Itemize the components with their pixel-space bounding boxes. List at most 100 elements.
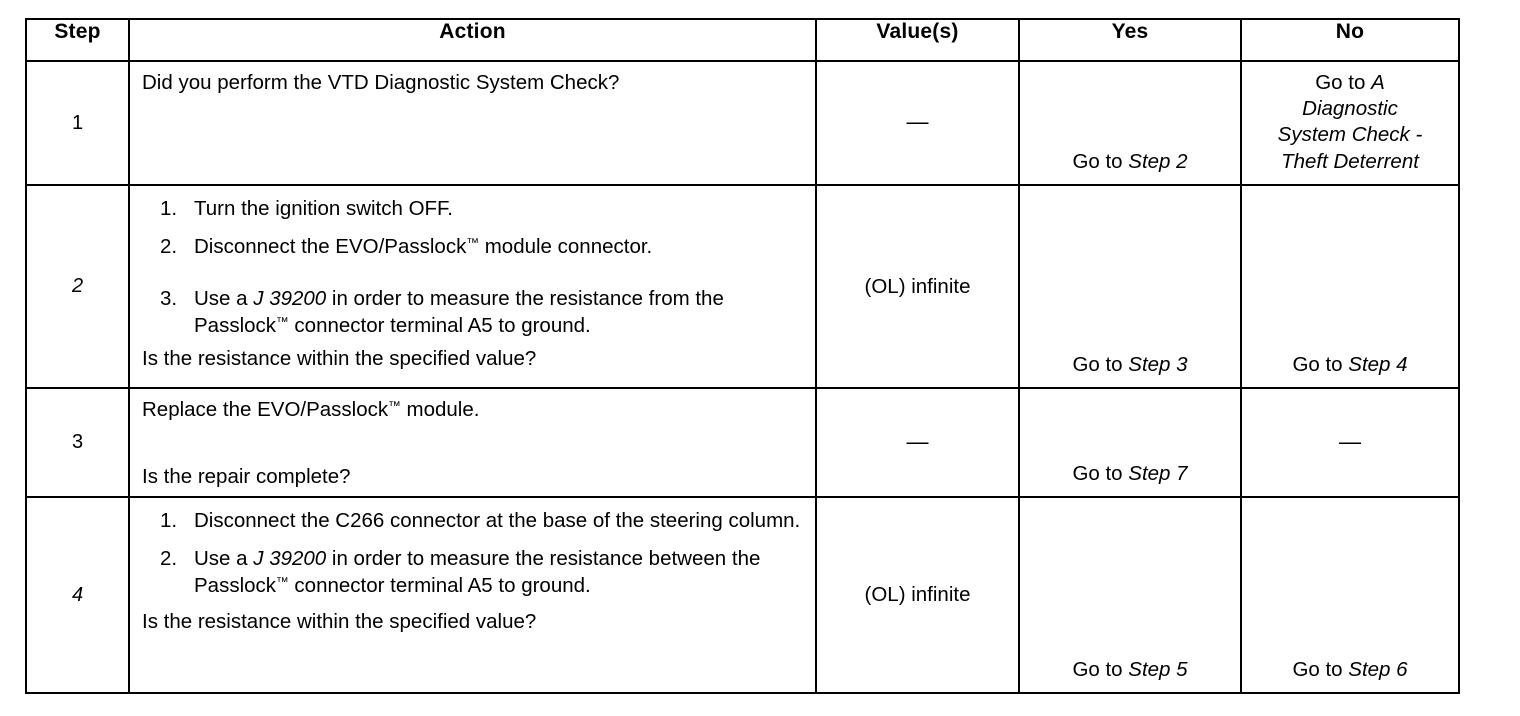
substep-text-part: module connector. [479,234,653,258]
goto-prefix: Go to [1292,352,1349,376]
trademark-symbol: ™ [388,397,401,413]
substep-text: Use a J 39200 in order to measure the re… [194,547,760,597]
step-number: 1 [71,111,84,134]
goto-target: Step 6 [1348,658,1408,682]
value-cell-2: (OL) infinite [815,184,1020,389]
yes-cell-3: Go to Step 7 [1018,386,1242,499]
no-cell-1: Go to A Diagnostic System Check - Theft … [1240,60,1460,186]
column-header-yes: Yes [1018,18,1242,62]
goto-target: Step 2 [1128,149,1188,173]
goto-target: Step 7 [1128,462,1188,486]
substep-text-part: in order to measure the resistance from … [194,287,724,337]
action-closing-question: Is the repair complete? [142,464,351,488]
step-number-cell-1: 1 [25,60,130,186]
substep-text: Turn the ignition switch OFF. [194,197,454,220]
substep-text-part: in order to measure the resistance betwe… [194,546,761,597]
value-dash: — [906,428,929,454]
action-closing-question: Is the resistance within the specified v… [142,346,537,370]
list-item: 2. Use a J 39200 in order to measure the… [142,546,805,599]
no-branch-text: Go to A Diagnostic System Check - Theft … [1242,70,1458,175]
action-lead-text: Did you perform the VTD Diagnostic Syste… [142,71,620,94]
value-cell-3: — [815,386,1020,499]
value-cell-4: (OL) infinite [815,496,1020,695]
goto-target-line2: Diagnostic [1302,97,1398,121]
trademark-symbol: ™ [276,313,289,329]
substep-text-part: Disconnect the EVO/Passlock [194,234,467,258]
step-number: 2 [71,275,84,297]
action-cell-2: 1. Turn the ignition switch OFF. 2. Disc… [128,184,817,389]
substep-marker: 1. [160,197,178,220]
table-row: 1 Did you perform the VTD Diagnostic Sys… [25,60,1460,186]
value-text: (OL) infinite [864,583,971,607]
action-lead-part: Replace the EVO/Passlock [142,398,389,421]
substep-text: Disconnect the C266 connector at the bas… [194,509,801,533]
action-lead-text: Replace the EVO/Passlock™ module. [142,397,805,424]
value-dash: — [906,109,929,134]
action-cell-1: Did you perform the VTD Diagnostic Syste… [128,60,817,186]
list-item: 1. Turn the ignition switch OFF. [142,196,805,223]
goto-prefix: Go to [1072,149,1129,173]
dash-glyph: — [1339,428,1361,454]
list-item: 3. Use a J 39200 in order to measure the… [142,286,805,339]
step-number-cell-2: 2 [25,184,130,389]
goto-prefix: Go to [1072,658,1129,682]
substep-marker: 2. [160,546,178,570]
goto-target: Step 3 [1128,352,1188,376]
tool-number: J 39200 [253,287,327,311]
trademark-symbol: ™ [276,573,289,589]
no-cell-3: — [1240,386,1460,499]
step-number-cell-3: 3 [25,386,130,499]
no-branch-text: Go to Step 6 [1242,657,1458,683]
table-row: 2 1. Turn the ignition switch OFF. 2. Di… [25,184,1460,389]
goto-prefix: Go to [1315,71,1372,94]
table-body: 1 Did you perform the VTD Diagnostic Sys… [25,60,1460,695]
column-header-action: Action [128,18,817,62]
goto-target: Step 5 [1128,658,1188,682]
yes-cell-1: Go to Step 2 [1018,60,1242,186]
action-lead-part: module. [400,398,480,421]
substep-text-part: Use a [194,287,254,311]
header-row: Step Action Value(s) Yes No [25,18,1460,62]
step-number-cell-4: 4 [25,496,130,695]
yes-cell-2: Go to Step 3 [1018,184,1242,389]
goto-prefix: Go to [1292,658,1349,682]
yes-branch-text: Go to Step 5 [1020,657,1240,683]
yes-branch-text: Go to Step 3 [1020,352,1240,378]
goto-prefix: Go to [1072,352,1129,376]
yes-branch-text: Go to Step 2 [1020,149,1240,175]
substep-list: 1. Turn the ignition switch OFF. 2. Disc… [142,196,805,340]
substep-text-part: connector terminal A5 to ground. [288,313,591,337]
yes-cell-4: Go to Step 5 [1018,496,1242,695]
table-row: 4 1. Disconnect the C266 connector at th… [25,496,1460,695]
step-number: 3 [71,431,84,454]
no-branch-dash: — [1242,430,1458,456]
diagnostic-procedure-table: Step Action Value(s) Yes No 1 Did you pe… [25,18,1460,695]
step-number: 4 [71,583,84,606]
action-closing-question: Is the resistance within the specified v… [142,610,537,634]
yes-branch-text: Go to Step 7 [1020,461,1240,487]
list-item: 1. Disconnect the C266 connector at the … [142,508,805,535]
substep-list: 1. Disconnect the C266 connector at the … [142,508,805,599]
action-cell-3: Replace the EVO/Passlock™ module. Is the… [128,386,817,499]
goto-target-line4: Theft Deterrent [1281,149,1419,173]
value-cell-1: — [815,60,1020,186]
action-cell-4: 1. Disconnect the C266 connector at the … [128,496,817,695]
column-header-step: Step [25,18,130,62]
no-cell-2: Go to Step 4 [1240,184,1460,389]
substep-text: Disconnect the EVO/Passlock™ module conn… [194,235,652,258]
trademark-symbol: ™ [466,234,480,250]
goto-target-line3: System Check - [1277,123,1423,147]
table-header: Step Action Value(s) Yes No [25,18,1460,62]
no-branch-text: Go to Step 4 [1242,352,1458,378]
substep-marker: 3. [160,287,178,311]
value-text: (OL) infinite [864,274,971,298]
substep-text: Use a J 39200 in order to measure the re… [194,287,724,337]
table-row: 3 Replace the EVO/Passlock™ module. Is t… [25,386,1460,499]
substep-text-part: Use a [194,546,254,570]
goto-target-line1: A [1371,71,1385,94]
goto-target: Step 4 [1348,352,1408,376]
substep-marker: 2. [160,234,178,258]
goto-prefix: Go to [1072,462,1129,486]
substep-text-part: connector terminal A5 to ground. [288,573,591,597]
